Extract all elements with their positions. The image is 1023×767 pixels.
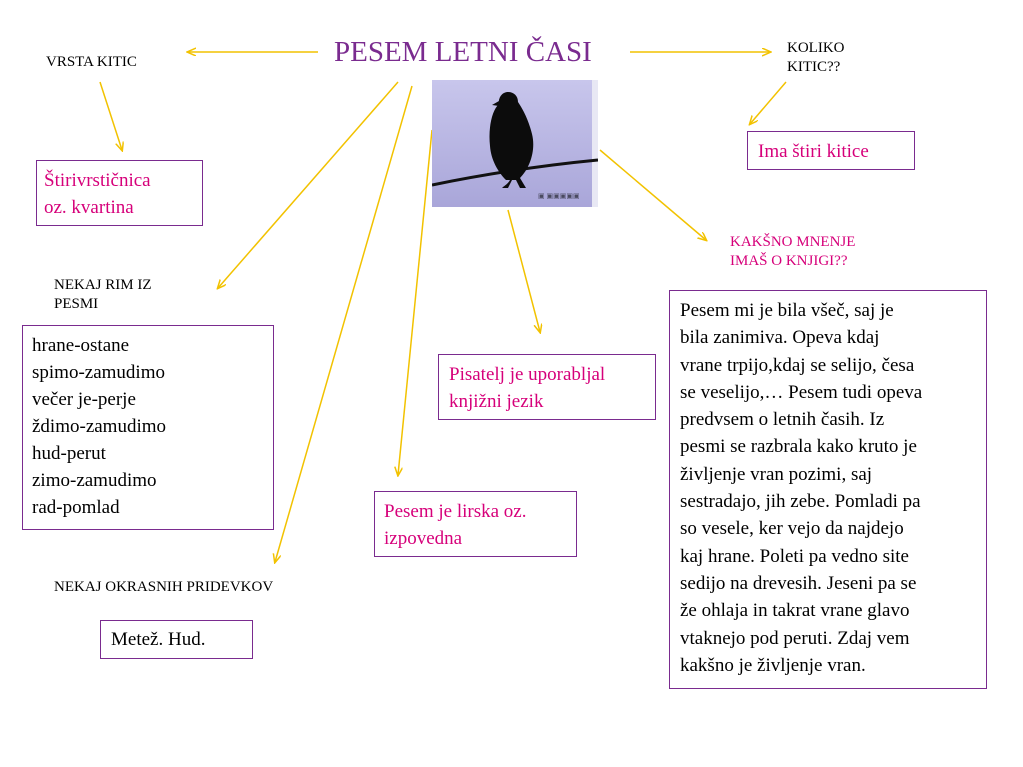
mnenje-line: Pesem mi je bila všeč, saj je bbox=[680, 300, 894, 321]
mnenje-line: vrane trpijo,kdaj se selijo, česa bbox=[680, 354, 915, 376]
mnenje-line: sestradajo, jih zebe. Pomladi pa bbox=[680, 491, 921, 513]
mnenje-line: kakšno je življenje vran. bbox=[680, 654, 866, 676]
box-stirivrsticnica-line-1: Štirivrstičnica bbox=[44, 170, 151, 191]
rima-item: zimo-zamudimo bbox=[32, 470, 157, 491]
label-koliko-kitic: KOLIKO KITIC?? bbox=[787, 39, 845, 77]
mnenje-line: vtaknejo pod peruti. Zdaj vem bbox=[680, 627, 910, 649]
mnenje-line: življenje vran pozimi, saj bbox=[680, 463, 873, 485]
mnenje-line: so vesele, ker vejo da najdejo bbox=[680, 518, 904, 540]
mnenje-line: sedijo na drevesih. Jeseni pa se bbox=[680, 572, 917, 594]
crow-photo: ▣ ▣▣▣▣▣ bbox=[432, 80, 598, 207]
box-pridevki: Metež. Hud. bbox=[100, 620, 253, 659]
box-kitice-count: Ima štiri kitice bbox=[747, 131, 915, 170]
mnenje-line: pesmi se razbrala kako kruto je bbox=[680, 436, 917, 458]
box-stirivrsticnica-line-2: oz. kvartina bbox=[44, 197, 134, 218]
mnenje-line: se veselijo,… Pesem tudi opeva bbox=[680, 381, 923, 403]
box-jezik-line-1: Pisatelj je uporabljal bbox=[449, 364, 606, 385]
arrow-to-mnenje bbox=[599, 149, 706, 240]
page-title: PESEM LETNI ČASI bbox=[334, 36, 592, 68]
box-jezik: Pisatelj je uporabljal knjižni jezik bbox=[438, 354, 656, 420]
svg-text:▣ ▣▣▣▣▣: ▣ ▣▣▣▣▣ bbox=[538, 193, 580, 200]
arrow-to-kitice-count bbox=[750, 81, 787, 124]
label-nekaj-rim: NEKAJ RIM IZ PESMI bbox=[54, 276, 152, 314]
box-vrsta-pesmi-line-2: izpovedna bbox=[384, 528, 463, 549]
label-okrasni-pridevki: NEKAJ OKRASNIH PRIDEVKOV bbox=[54, 579, 274, 595]
mnenje-line: predvsem o letnih časih. Iz bbox=[680, 409, 885, 431]
box-vrsta-pesmi-line-1: Pesem je lirska oz. bbox=[384, 501, 527, 522]
rima-item: rad-pomlad bbox=[32, 497, 120, 518]
rima-item: spimo-zamudimo bbox=[32, 362, 165, 383]
box-rime: hrane-ostane spimo-zamudimo večer je-per… bbox=[22, 325, 274, 530]
rima-item: hud-perut bbox=[32, 443, 106, 464]
arrow-to-jezik bbox=[507, 209, 540, 332]
label-koliko-kitic-line-1: KOLIKO bbox=[787, 40, 845, 56]
label-mnenje: KAKŠNO MNENJE IMAŠ O KNJIGI?? bbox=[730, 233, 855, 271]
rima-item: večer je-perje bbox=[32, 389, 136, 410]
mnenje-line: bila zanimiva. Opeva kdaj bbox=[680, 327, 880, 349]
rima-item: ždimo-zamudimo bbox=[32, 416, 167, 437]
label-vrsta-kitic: VRSTA KITIC bbox=[46, 54, 137, 70]
label-nekaj-rim-line-1: NEKAJ RIM IZ bbox=[54, 277, 152, 293]
label-mnenje-line-2: IMAŠ O KNJIGI?? bbox=[730, 253, 848, 269]
mnenje-line: kaj hrane. Poleti pa vedno site bbox=[680, 545, 909, 567]
box-mnenje-text: Pesem mi je bila všeč, saj je bila zanim… bbox=[669, 290, 987, 689]
label-nekaj-rim-line-2: PESMI bbox=[54, 296, 99, 312]
box-vrsta-pesmi: Pesem je lirska oz. izpovedna bbox=[374, 491, 577, 557]
label-koliko-kitic-line-2: KITIC?? bbox=[787, 59, 841, 75]
box-jezik-line-2: knjižni jezik bbox=[449, 391, 544, 412]
arrow-to-vrsta-pesmi bbox=[398, 129, 433, 475]
rima-item: hrane-ostane bbox=[32, 335, 130, 356]
box-kitice-count-text: Ima štiri kitice bbox=[758, 141, 869, 162]
box-pridevki-text: Metež. Hud. bbox=[111, 629, 206, 650]
arrow-to-stirivrsticnica bbox=[99, 81, 122, 150]
label-mnenje-line-1: KAKŠNO MNENJE bbox=[730, 234, 856, 250]
arrow-to-rime bbox=[218, 81, 399, 288]
box-stirivrsticnica: Štirivrstičnica oz. kvartina bbox=[36, 160, 203, 226]
arrow-to-pridevki bbox=[275, 85, 413, 562]
mnenje-line: že ohlaja in takrat vrane glavo bbox=[680, 600, 910, 622]
